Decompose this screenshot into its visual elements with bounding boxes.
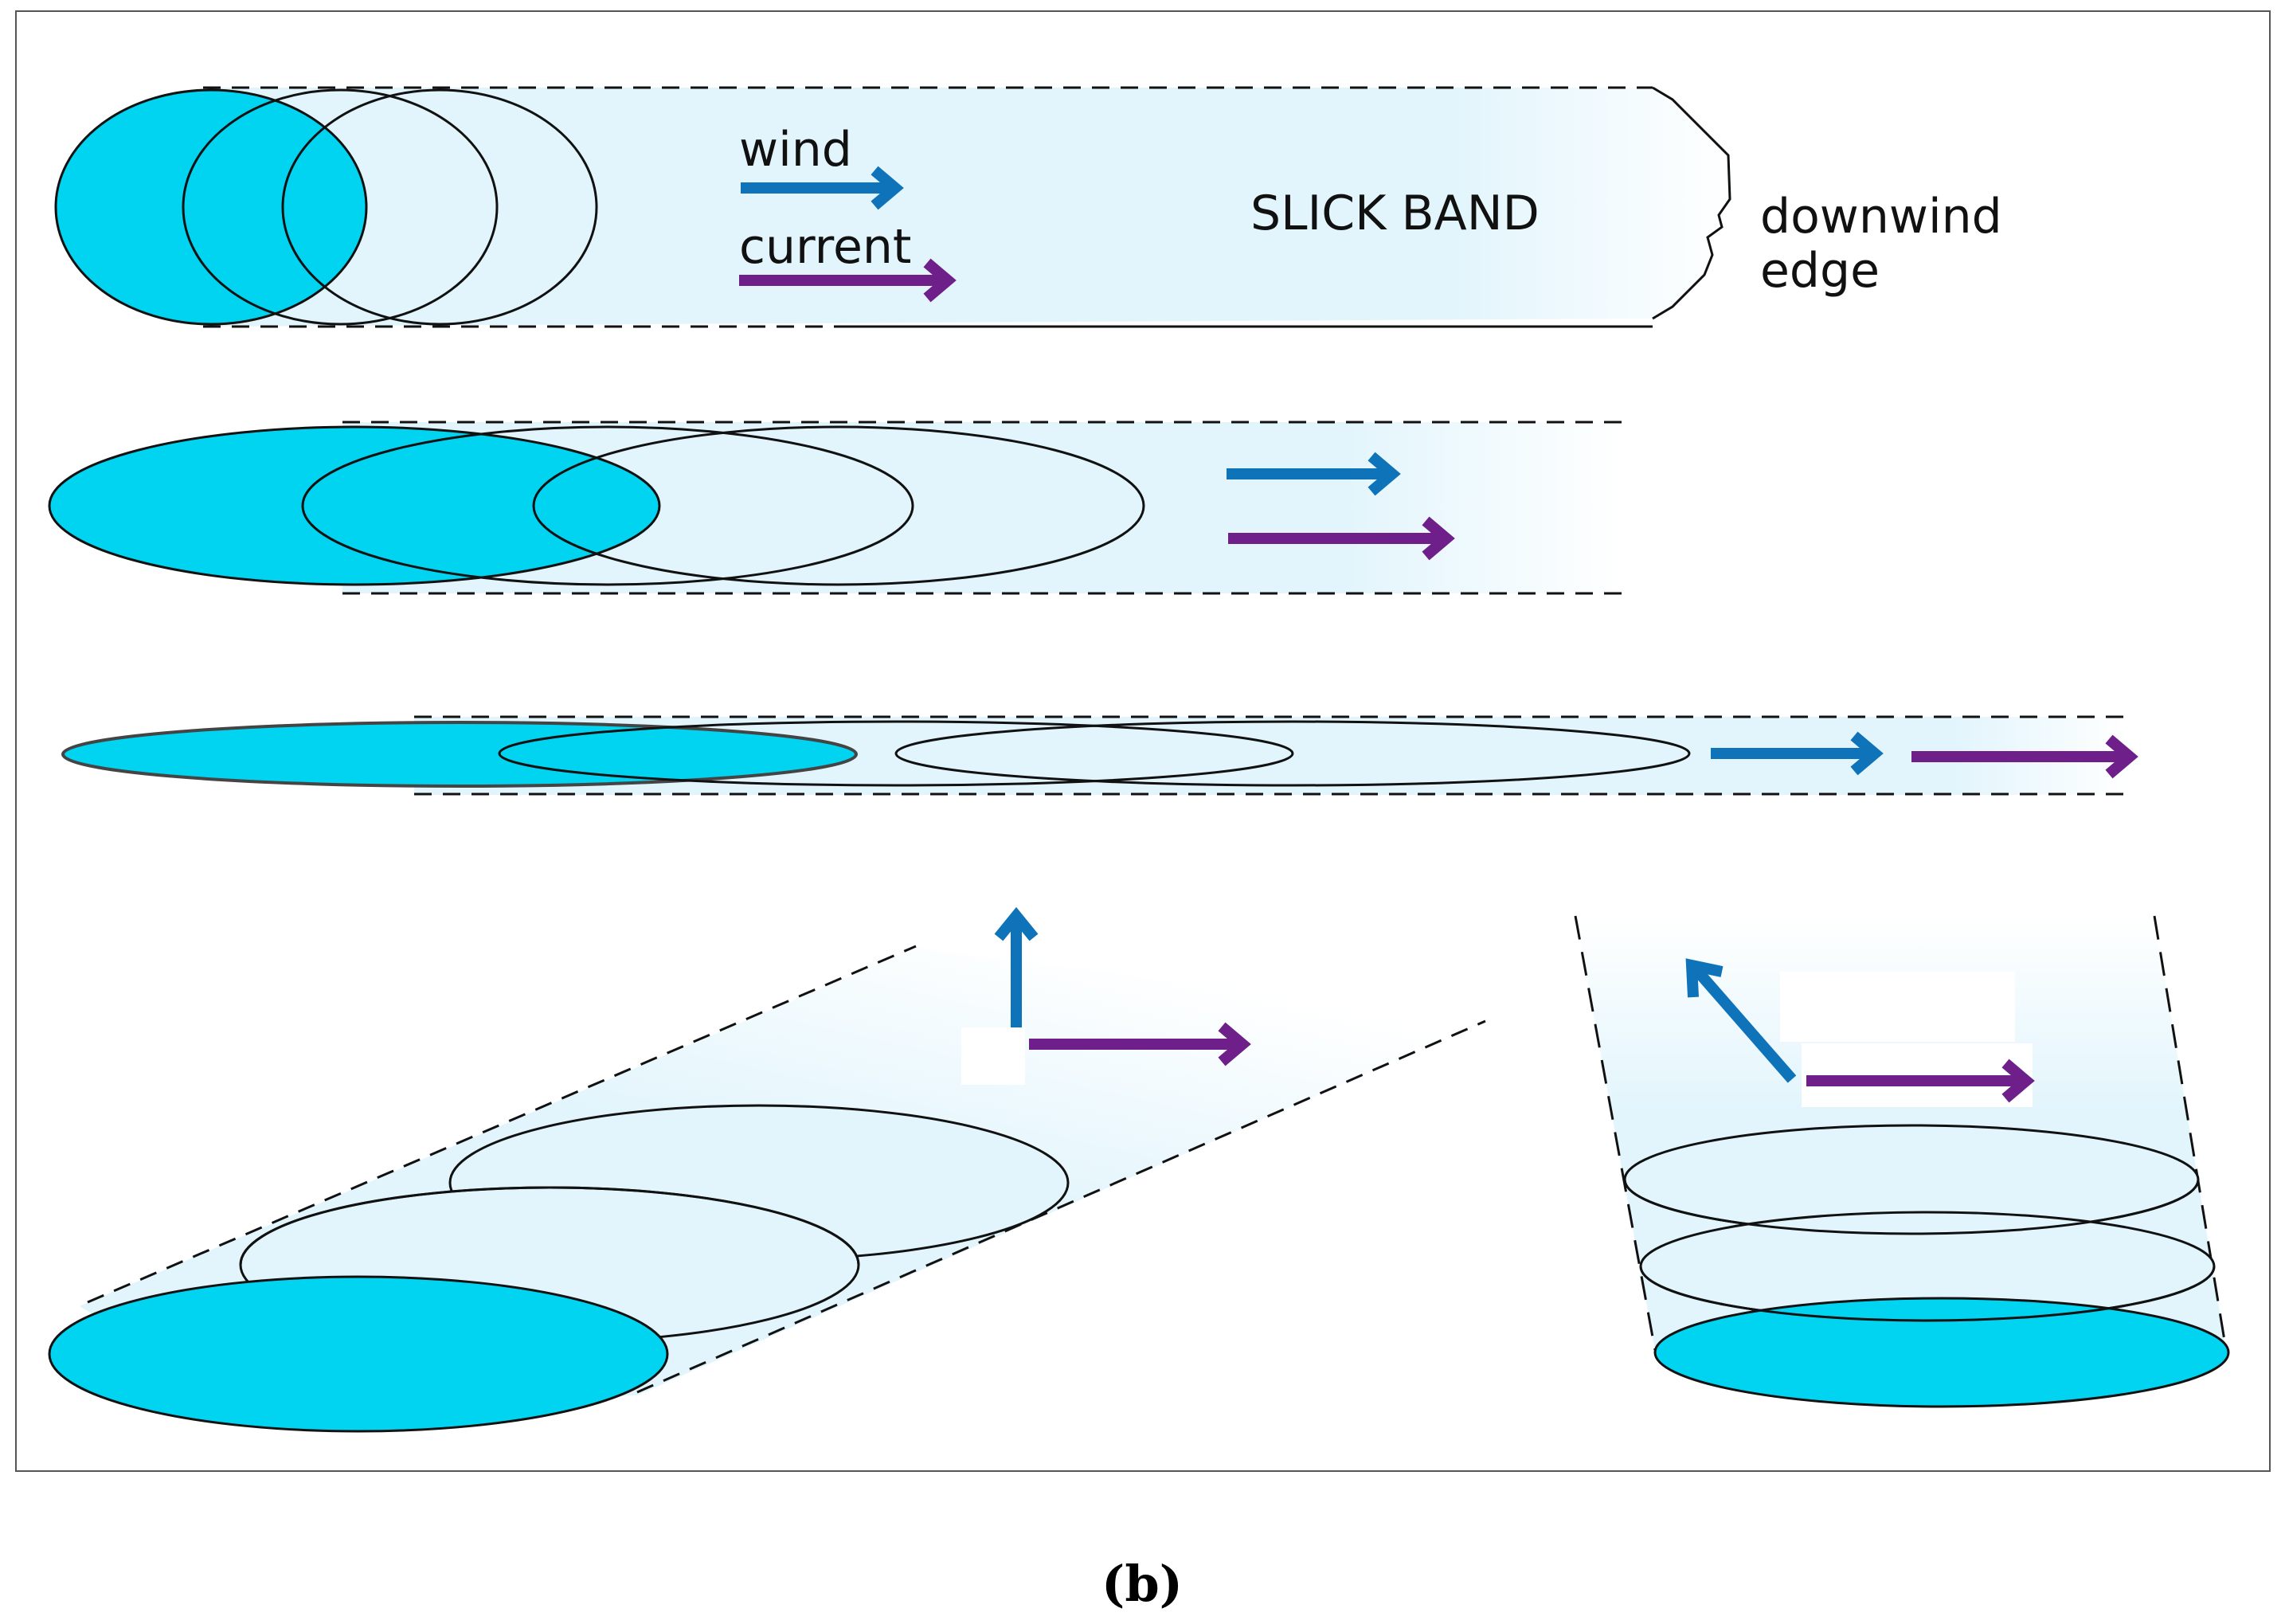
wind-arrow-5 (1685, 958, 1797, 1083)
drift-ellipse-5b-overlap-outline (1623, 1179, 2200, 1235)
slick-ellipse (54, 88, 368, 326)
drift-ellipse-2b (532, 425, 1145, 586)
wind-label: wind (739, 122, 852, 178)
current-arrow-3 (1911, 734, 2138, 779)
drift-ellipse-3a (498, 720, 1294, 787)
wind-arrow-2 (1227, 452, 1401, 496)
downwind-edge-label-line1: downwind (1760, 189, 2002, 245)
row-1-wind-and-current-aligned: wind current SLICK BAND downwind edge (54, 86, 2002, 328)
figure-caption: (b) (1101, 1555, 1183, 1613)
downwind-edge-line (1652, 86, 1731, 320)
drift-ellipse-2a (301, 425, 914, 586)
slick-band-area (203, 88, 1730, 327)
slick-ellipse-5 (1653, 1297, 2230, 1408)
figure-frame (15, 10, 2271, 1472)
current-arrow-4 (1029, 1022, 1251, 1066)
drift-ellipse-1 (182, 88, 499, 326)
current-arrow-2 (1228, 516, 1455, 561)
arrow-backdrop-4 (961, 1027, 1025, 1085)
slick-ellipse-4 (48, 1275, 669, 1433)
row-3-strongest-drift (61, 715, 2138, 796)
wind-arrow (741, 166, 904, 210)
current-arrow-5 (1806, 1059, 2035, 1103)
band-edge-left-5 (1574, 915, 1657, 1351)
drift-ellipse-2 (281, 88, 598, 326)
slick-band-label: SLICK BAND (1250, 186, 1540, 241)
wind-arrow-3 (1711, 731, 1884, 776)
downwind-edge-label-line2: edge (1760, 243, 1880, 299)
drift-ellipse-5a-overlap-outline (1639, 1266, 2216, 1322)
band-edge-right-5 (2153, 915, 2228, 1351)
slick-ellipse-3 (61, 721, 858, 788)
band-edge-lower-4 (636, 1019, 1486, 1394)
slick-ellipse-2 (48, 425, 661, 586)
band-edge-upper-4 (87, 945, 917, 1304)
current-label: current (739, 219, 911, 275)
arrow-backdrop-5a (1780, 972, 2015, 1042)
row-4-wind-perpendicular (48, 906, 1486, 1433)
row-2-stronger-drift (48, 421, 1631, 595)
wind-arrow-4 (994, 906, 1039, 1027)
drift-ellipse-4a-overlap-outline (239, 1186, 860, 1266)
current-arrow (739, 258, 957, 303)
drift-ellipse-3b (894, 720, 1691, 787)
row-4-wind-oblique (1574, 915, 2230, 1408)
